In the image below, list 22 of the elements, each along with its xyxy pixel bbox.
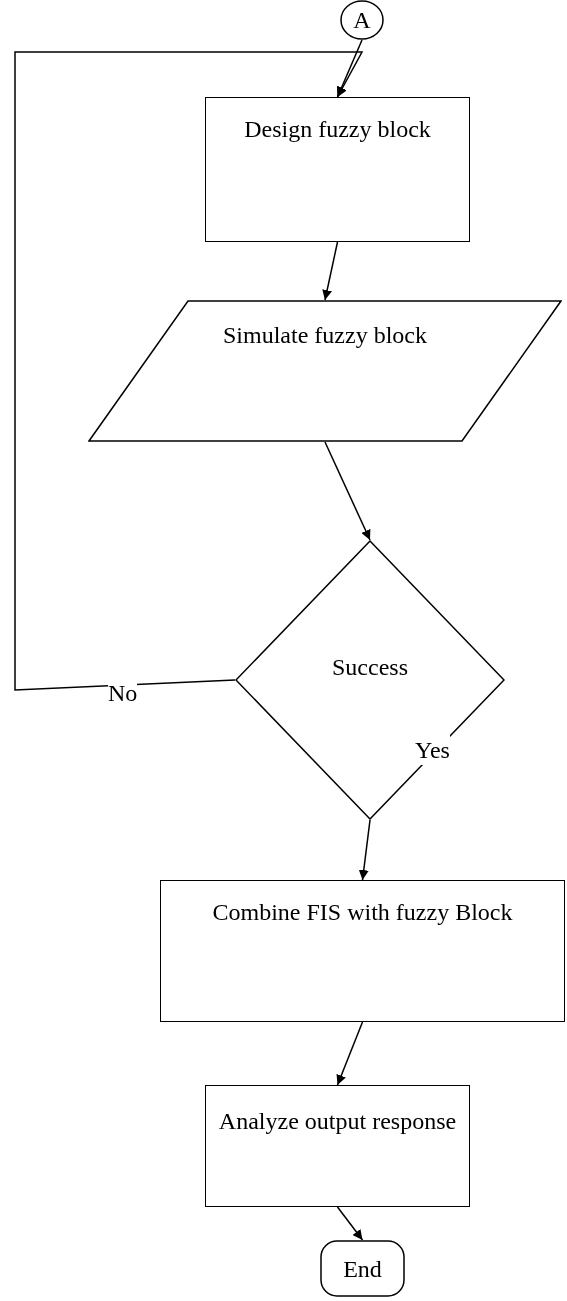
decision-diamond [235, 540, 505, 820]
node-label: Analyze output response [218, 1107, 457, 1136]
node-label: End [343, 1254, 382, 1284]
arrow [322, 241, 339, 301]
arrow [336, 1021, 364, 1086]
arrow [336, 1206, 364, 1241]
arrow [14, 51, 364, 691]
node-label: Design fuzzy block [244, 115, 431, 144]
edge-label: Yes [415, 735, 450, 765]
arrow [324, 441, 371, 541]
node-label: Simulate fuzzy block [223, 321, 427, 350]
connector-circle [340, 0, 384, 40]
node-label: A [353, 6, 371, 35]
terminal-shape [320, 1240, 405, 1297]
node-label: Combine FIS with fuzzy Block [212, 898, 513, 927]
node-label: Success [332, 653, 408, 682]
process-box [205, 97, 470, 242]
process-box [160, 880, 565, 1022]
process-box [205, 1085, 470, 1207]
input-output-parallelogram [88, 300, 562, 442]
arrow [358, 819, 371, 881]
arrow [336, 39, 363, 98]
